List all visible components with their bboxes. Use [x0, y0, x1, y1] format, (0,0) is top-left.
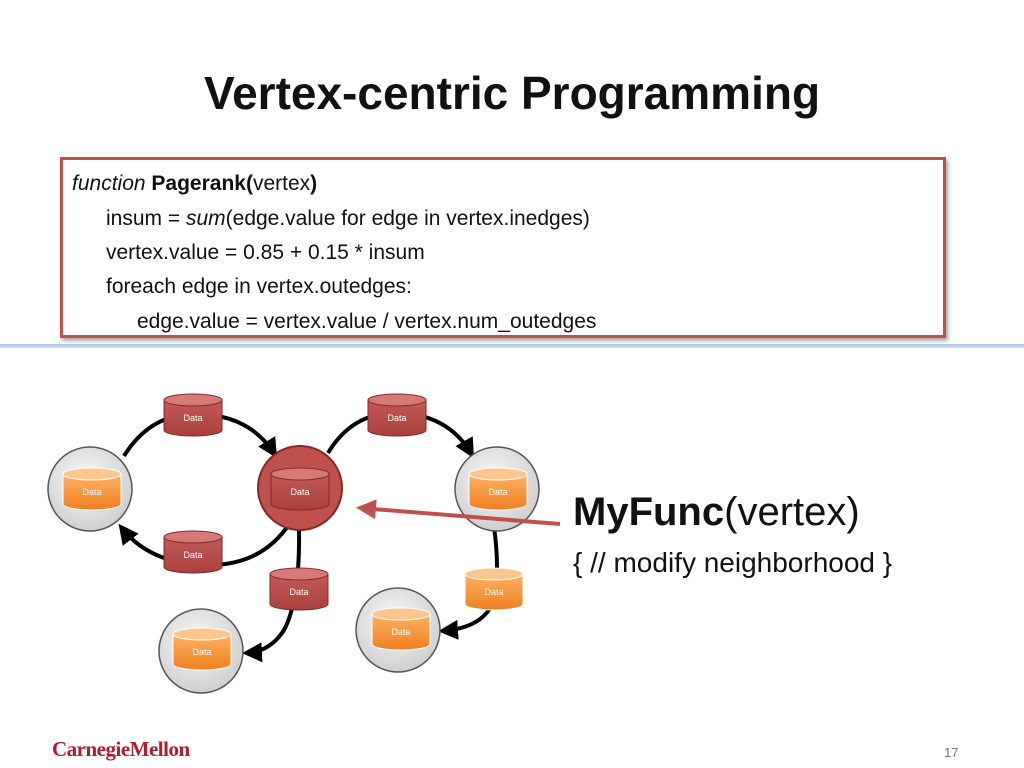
edge-center-down — [242, 529, 302, 663]
data-label: Data — [484, 587, 503, 597]
pagerank-code-box: function Pagerank(vertex) insum = sum(ed… — [60, 157, 946, 338]
myfunc-args: (vertex) — [724, 490, 860, 534]
code-line-4: foreach edge in vertex.outedges: — [106, 275, 412, 298]
slide-title: Vertex-centric Programming — [203, 67, 821, 119]
function-keyword: function — [72, 172, 146, 195]
vertex-data-bottom-right: Data — [371, 607, 431, 651]
vertex-data-bottom-left: Data — [172, 627, 232, 671]
edge-data-right-down: Data — [464, 567, 524, 611]
myfunc-signature: MyFunc(vertex) — [573, 490, 860, 535]
code-line-2-post: (edge.value for edge in vertex.inedges) — [225, 207, 590, 230]
data-label: Data — [387, 413, 406, 423]
myfunc-name: MyFunc — [573, 490, 725, 534]
data-label: Data — [192, 647, 211, 657]
vertex-data-left: Data — [62, 467, 122, 511]
data-label: Data — [82, 487, 101, 497]
data-label: Data — [488, 487, 507, 497]
cmu-logo: CarnegieMellon — [52, 737, 190, 761]
callout-arrow — [356, 499, 561, 526]
sum-function: sum — [185, 207, 226, 230]
function-close-paren: ) — [310, 172, 318, 195]
data-label: Data — [183, 550, 202, 560]
myfunc-comment: { // modify neighborhood } — [573, 547, 893, 578]
edge-data-center-down: Data — [269, 567, 329, 611]
code-line-3: vertex.value = 0.85 + 0.15 * insum — [106, 241, 425, 264]
data-label: Data — [290, 487, 309, 497]
page-number: 17 — [944, 745, 959, 760]
header-divider — [0, 344, 1024, 348]
function-name: Pagerank( — [151, 172, 253, 195]
data-label: Data — [183, 413, 202, 423]
code-line-5: edge.value = vertex.value / vertex.num_o… — [137, 310, 597, 333]
data-label: Data — [289, 587, 308, 597]
code-line-2-pre: insum = — [106, 207, 186, 230]
function-arg: vertex — [252, 172, 311, 195]
vertex-data-right: Data — [468, 467, 528, 511]
data-cylinders: Data Data Data Data Data Data — [62, 393, 528, 671]
edge-data-top-left: Data — [163, 393, 223, 437]
data-label: Data — [391, 627, 410, 637]
edge-data-left-bottom: Data — [163, 530, 223, 574]
code-line-2: insum = sum(edge.value for edge in verte… — [106, 207, 590, 231]
edge-data-top-right: Data — [367, 393, 427, 437]
code-line-1: function Pagerank(vertex) — [72, 172, 317, 196]
vertex-data-center: Data — [270, 467, 330, 511]
